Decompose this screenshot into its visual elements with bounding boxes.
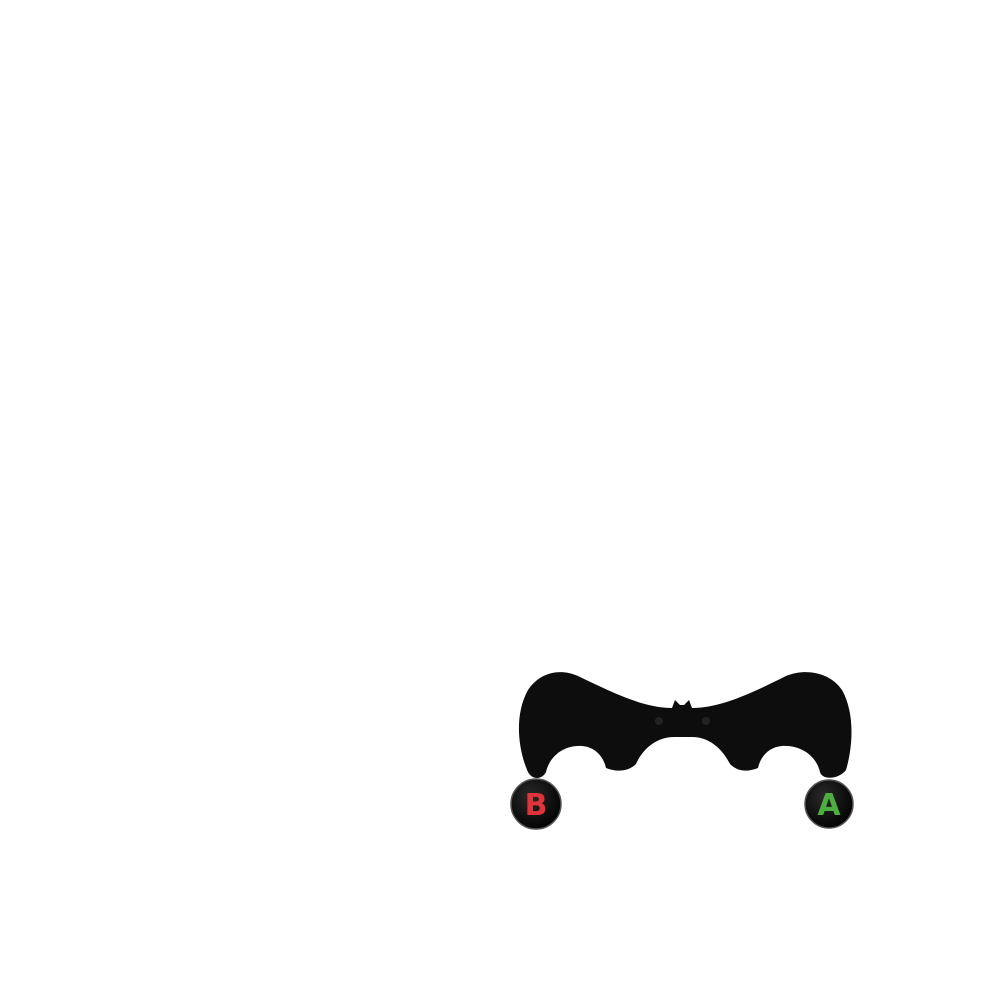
button-a: A — [804, 779, 854, 829]
button-b-label: B — [525, 788, 548, 823]
mount-hole-icon — [702, 717, 710, 725]
button-b: B — [510, 778, 562, 830]
mount-hole-icon — [655, 717, 663, 725]
button-a-label: A — [817, 788, 841, 823]
bat-paddle-icon — [518, 672, 852, 778]
